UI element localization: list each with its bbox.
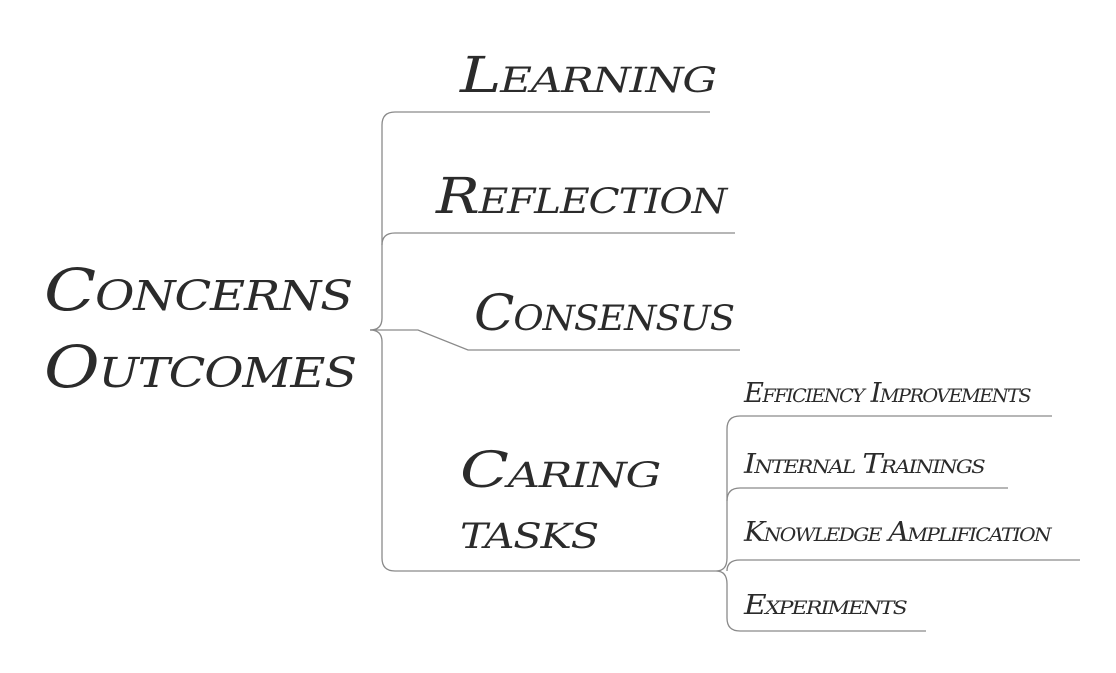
root-label-line2: Outcomes — [44, 333, 356, 401]
caring-label-line2: tasks — [460, 502, 598, 560]
caring-sub-bracket — [715, 415, 741, 632]
root-bracket — [369, 111, 396, 572]
trainings-underline — [726, 487, 1008, 502]
leaf-knowledge-amplification[interactable]: Knowledge Amplification — [743, 517, 1055, 548]
branch-learning[interactable]: Learning — [459, 46, 717, 104]
reflection-underline — [381, 232, 735, 246]
consensus-connector — [370, 329, 740, 351]
root-node[interactable]: Concerns Outcomes — [44, 256, 357, 401]
root-label-line1: Concerns — [44, 256, 352, 324]
branch-caring-tasks[interactable]: Caring tasks — [460, 441, 661, 560]
leaf-experiments[interactable]: Experiments — [743, 590, 909, 621]
caring-label-line1: Caring — [460, 441, 660, 499]
amplification-underline — [726, 559, 1080, 572]
branch-reflection[interactable]: Reflection — [435, 167, 730, 225]
connectors — [369, 111, 1080, 632]
leaf-efficiency-improvements[interactable]: Efficiency Improvements — [743, 378, 1033, 409]
leaf-internal-trainings[interactable]: Internal Trainings — [743, 449, 987, 480]
branch-consensus[interactable]: Consensus — [474, 284, 735, 342]
